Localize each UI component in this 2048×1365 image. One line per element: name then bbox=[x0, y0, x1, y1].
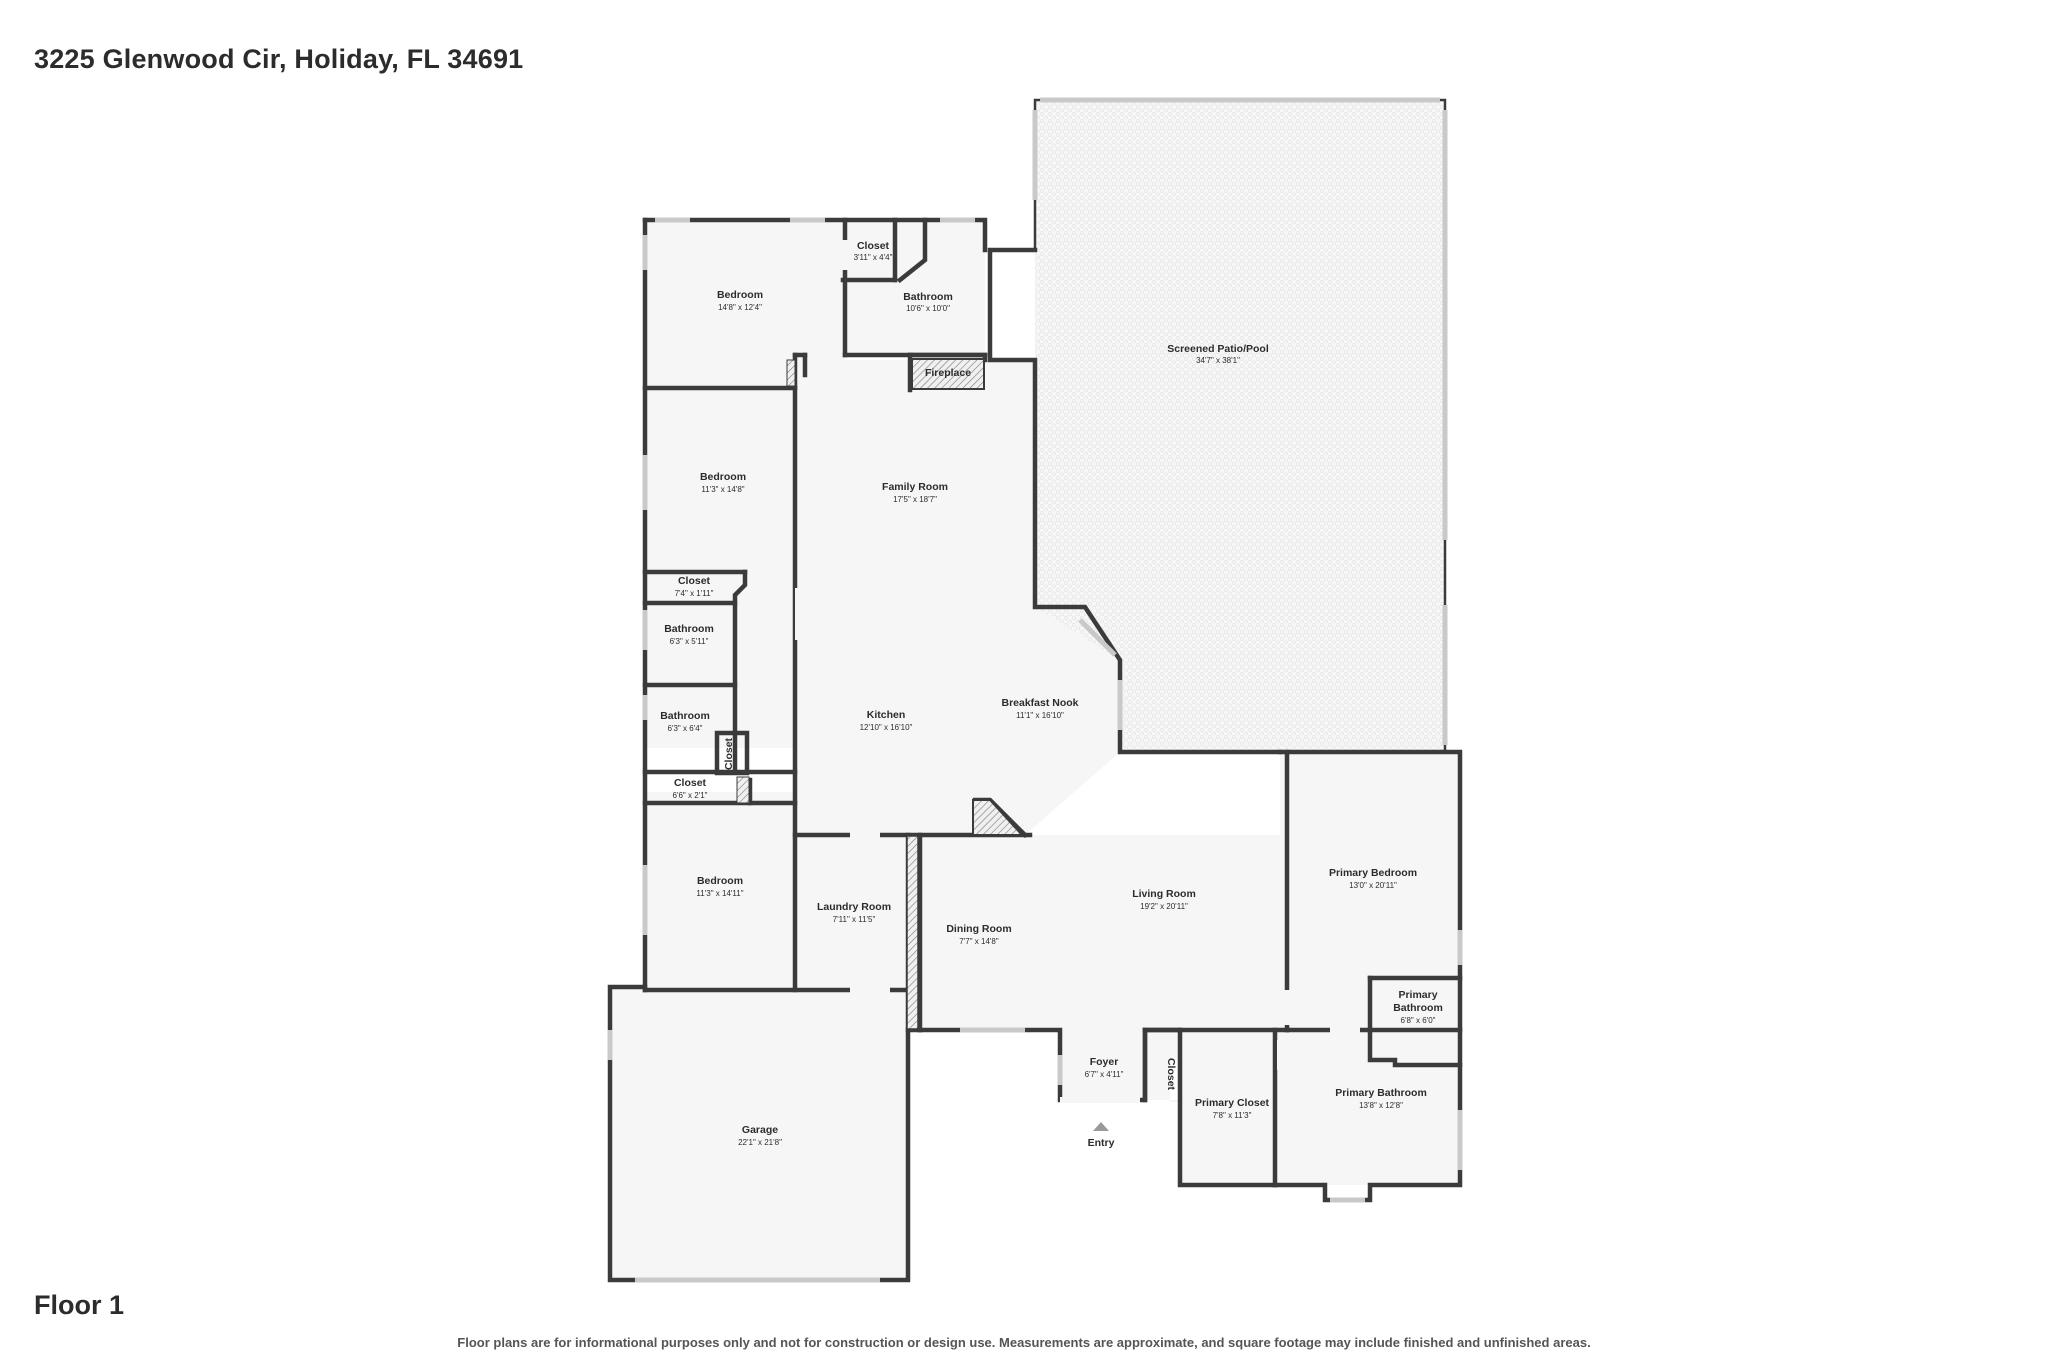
room-name: Garage bbox=[742, 1124, 778, 1136]
room-name: Living Room bbox=[1132, 888, 1196, 900]
room-dims: 6'8" x 6'0" bbox=[1401, 1016, 1436, 1025]
room-name: Bathroom bbox=[903, 291, 953, 303]
windows bbox=[607, 217, 1463, 1283]
room-name: Breakfast Nook bbox=[1001, 697, 1078, 709]
room-dims: 22'1" x 21'8" bbox=[738, 1138, 782, 1147]
room-dims: 7'8" x 11'3" bbox=[1213, 1111, 1252, 1120]
room-dims: 34'7" x 38'1" bbox=[1196, 356, 1240, 365]
room-dims: 12'10" x 16'10" bbox=[860, 723, 913, 732]
room-dims: 6'3" x 6'4" bbox=[668, 724, 703, 733]
room-name: Screened Patio/Pool bbox=[1167, 343, 1269, 355]
room-name: Laundry Room bbox=[817, 901, 891, 913]
room-dims: 14'8" x 12'4" bbox=[718, 303, 762, 312]
room-name: Primary Bathroom bbox=[1335, 1087, 1427, 1099]
room-dims: 13'8" x 12'8" bbox=[1359, 1101, 1403, 1110]
room-name: Bedroom bbox=[717, 289, 763, 301]
room-name: Closet bbox=[678, 575, 711, 587]
room-name: Kitchen bbox=[867, 709, 906, 721]
door-openings bbox=[747, 240, 1360, 1103]
room-name: Dining Room bbox=[946, 923, 1011, 935]
room-name: Bedroom bbox=[700, 471, 746, 483]
room-dims: 6'6" x 2'1" bbox=[673, 791, 708, 800]
room-dims: 19'2" x 20'11" bbox=[1140, 902, 1188, 911]
room-dims: 6'7" x 4'11" bbox=[1085, 1070, 1124, 1079]
room-name: Closet bbox=[723, 737, 735, 770]
room-name: Bedroom bbox=[697, 875, 743, 887]
room-dims: 17'5" x 18'7" bbox=[893, 495, 937, 504]
room-name: Closet bbox=[674, 777, 707, 789]
room-name: Closet bbox=[857, 240, 890, 252]
room-name: Family Room bbox=[882, 481, 948, 493]
room-dims: 11'3" x 14'8" bbox=[701, 485, 744, 494]
room-labels: Bedroom 14'8" x 12'4" Closet 3'11" x 4'4… bbox=[660, 240, 1443, 1147]
room-name: Bathroom bbox=[664, 623, 714, 635]
entry-label: Entry bbox=[1088, 1137, 1115, 1149]
room-dims: 7'7" x 14'8" bbox=[959, 937, 999, 946]
room-dims: 11'3" x 14'11" bbox=[696, 889, 743, 898]
property-address: 3225 Glenwood Cir, Holiday, FL 34691 bbox=[34, 44, 524, 74]
floor-label: Floor 1 bbox=[34, 1290, 125, 1320]
room-dims: 6'3" x 5'11" bbox=[670, 637, 709, 646]
room-name: Closet bbox=[1165, 1058, 1177, 1091]
room-name: Primary Bedroom bbox=[1329, 867, 1417, 879]
room-name: Foyer bbox=[1090, 1056, 1119, 1068]
room-dims: 11'1" x 16'10" bbox=[1016, 711, 1064, 720]
floor-fills bbox=[610, 100, 1460, 1280]
room-name: Bathroom bbox=[1393, 1002, 1443, 1014]
room-name: Bathroom bbox=[660, 710, 710, 722]
fireplace-label: Fireplace bbox=[925, 367, 971, 379]
room-dims: 7'11" x 11'5" bbox=[833, 915, 876, 924]
patio-screen bbox=[1032, 97, 1448, 752]
room-dims: 7'4" x 1'11" bbox=[675, 589, 714, 598]
room-name: Primary Closet bbox=[1195, 1097, 1270, 1109]
disclaimer-text: Floor plans are for informational purpos… bbox=[457, 1335, 1591, 1350]
room-name: Primary bbox=[1398, 989, 1437, 1001]
room-dims: 10'6" x 10'0" bbox=[906, 304, 950, 313]
room-dims: 13'0" x 20'11" bbox=[1349, 881, 1397, 890]
entry-arrow-icon bbox=[1093, 1122, 1109, 1131]
hatched-features bbox=[736, 358, 1025, 1030]
room-dims: 3'11" x 4'4" bbox=[854, 253, 893, 262]
